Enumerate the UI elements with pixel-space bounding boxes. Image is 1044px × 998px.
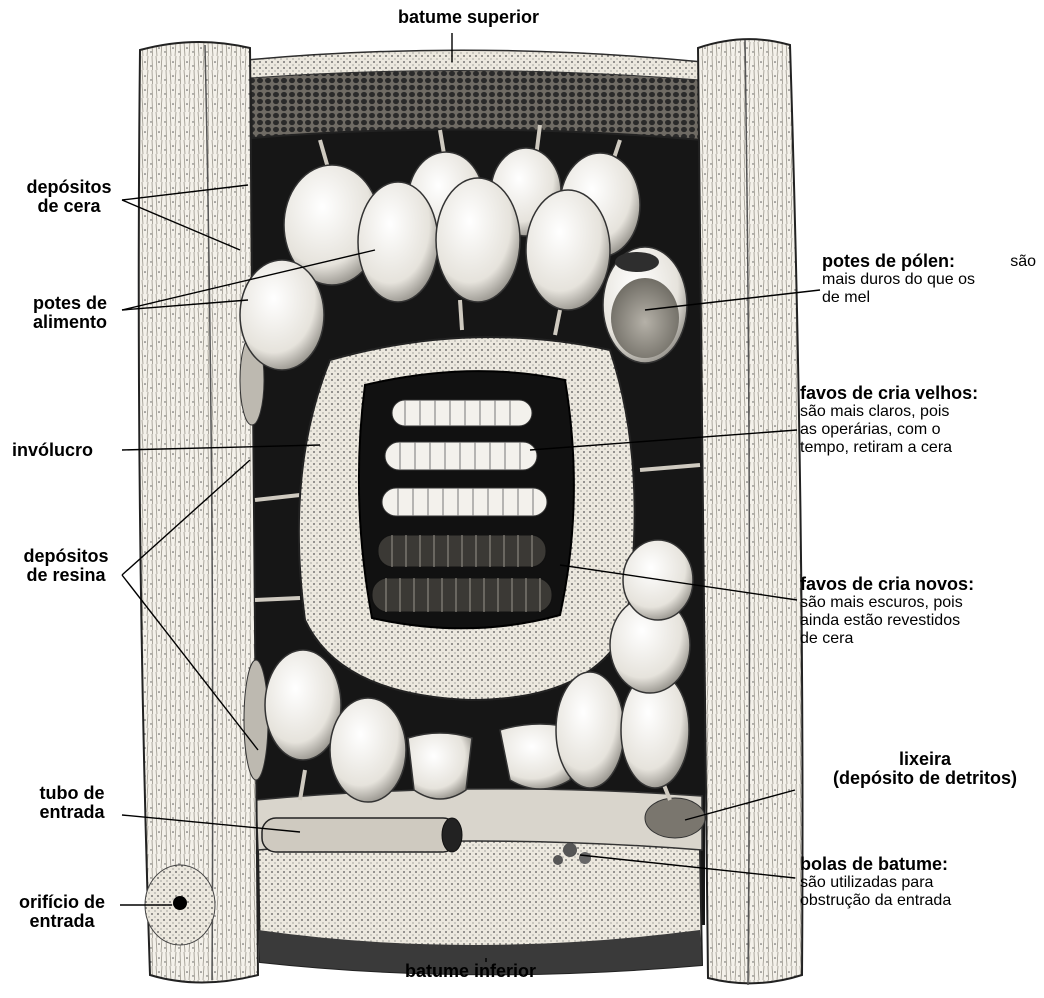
debris-pile	[645, 798, 705, 838]
label-depositos-resina: depósitos de resina	[14, 547, 118, 585]
label-tubo-entrada: tubo de entrada	[22, 784, 122, 822]
label-depositos-cera: depósitos de cera	[10, 178, 128, 216]
pollen-pot	[603, 247, 687, 363]
label-batume-inferior: batume inferior	[405, 962, 536, 981]
entrance-tube	[262, 818, 457, 852]
right-log	[698, 39, 803, 983]
label-batume-superior: batume superior	[398, 8, 539, 27]
label-potes-polen: potes de pólen: são mais duros do que os…	[822, 252, 1036, 307]
label-involucro: invólucro	[12, 441, 93, 460]
label-orificio-entrada: orifício de entrada	[6, 893, 118, 931]
label-favos-novos: favos de cria novos: são mais escuros, p…	[800, 575, 1036, 648]
left-log	[139, 42, 258, 983]
label-favos-velhos: favos de cria velhos: são mais claros, p…	[800, 384, 1036, 457]
label-potes-alimento: potes de alimento	[20, 294, 120, 332]
label-bolas-batume: bolas de batume: são utilizadas para obs…	[800, 855, 1024, 910]
label-lixeira: lixeira (depósito de detritos)	[810, 750, 1040, 788]
